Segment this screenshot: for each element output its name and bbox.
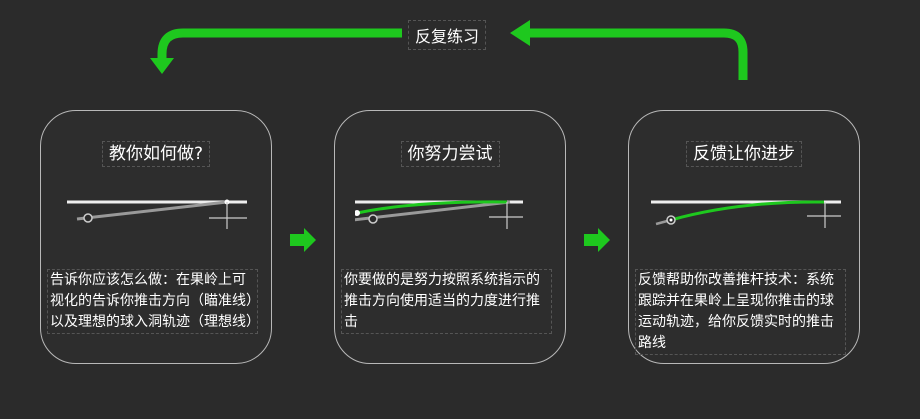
arrow-head-left-icon bbox=[510, 20, 530, 46]
card-title: 教你如何做? bbox=[101, 141, 211, 167]
loop-arrow-left-segment bbox=[157, 28, 402, 60]
card-description: 反馈帮助你改善推杆技术：系统跟踪并在果岭上呈现你推击的球运动轨迹，给你反馈实时的… bbox=[635, 269, 846, 355]
loop-arrow-right-segment bbox=[525, 28, 748, 80]
card-description: 告诉你应该怎么做：在果岭上可视化的告诉你推击方向（瞄准线）以及理想的球入洞轨迹（… bbox=[47, 269, 260, 334]
card-title: 反馈让你进步 bbox=[686, 141, 802, 167]
card-description: 你要做的是努力按照系统指示的推击方向使用适当的力度进行推击 bbox=[341, 269, 552, 334]
card-title: 你努力尝试 bbox=[400, 141, 500, 167]
card-feedback: 反馈让你进步 反馈帮助你改善推杆技术：系统跟踪并在果岭上呈现你推击的球运动轨迹，… bbox=[628, 110, 860, 364]
arrow-head-down-icon bbox=[150, 58, 174, 74]
card-teach: 教你如何做? 告诉你应该怎么做：在果岭上可视化的告诉你推击方向（瞄准线）以及理想… bbox=[40, 110, 272, 364]
green-diagram-feedback bbox=[651, 200, 841, 228]
green-diagram-attempt bbox=[355, 200, 523, 229]
loop-label: 反复练习 bbox=[408, 20, 487, 50]
green-diagram-aim-line bbox=[67, 199, 247, 229]
step-arrow-2-icon bbox=[584, 228, 610, 252]
card-try: 你努力尝试 你要做的是努力按照系统指示的推击方向使用适当的力度进行推击 bbox=[334, 110, 566, 364]
step-arrow-1-icon bbox=[290, 228, 316, 252]
